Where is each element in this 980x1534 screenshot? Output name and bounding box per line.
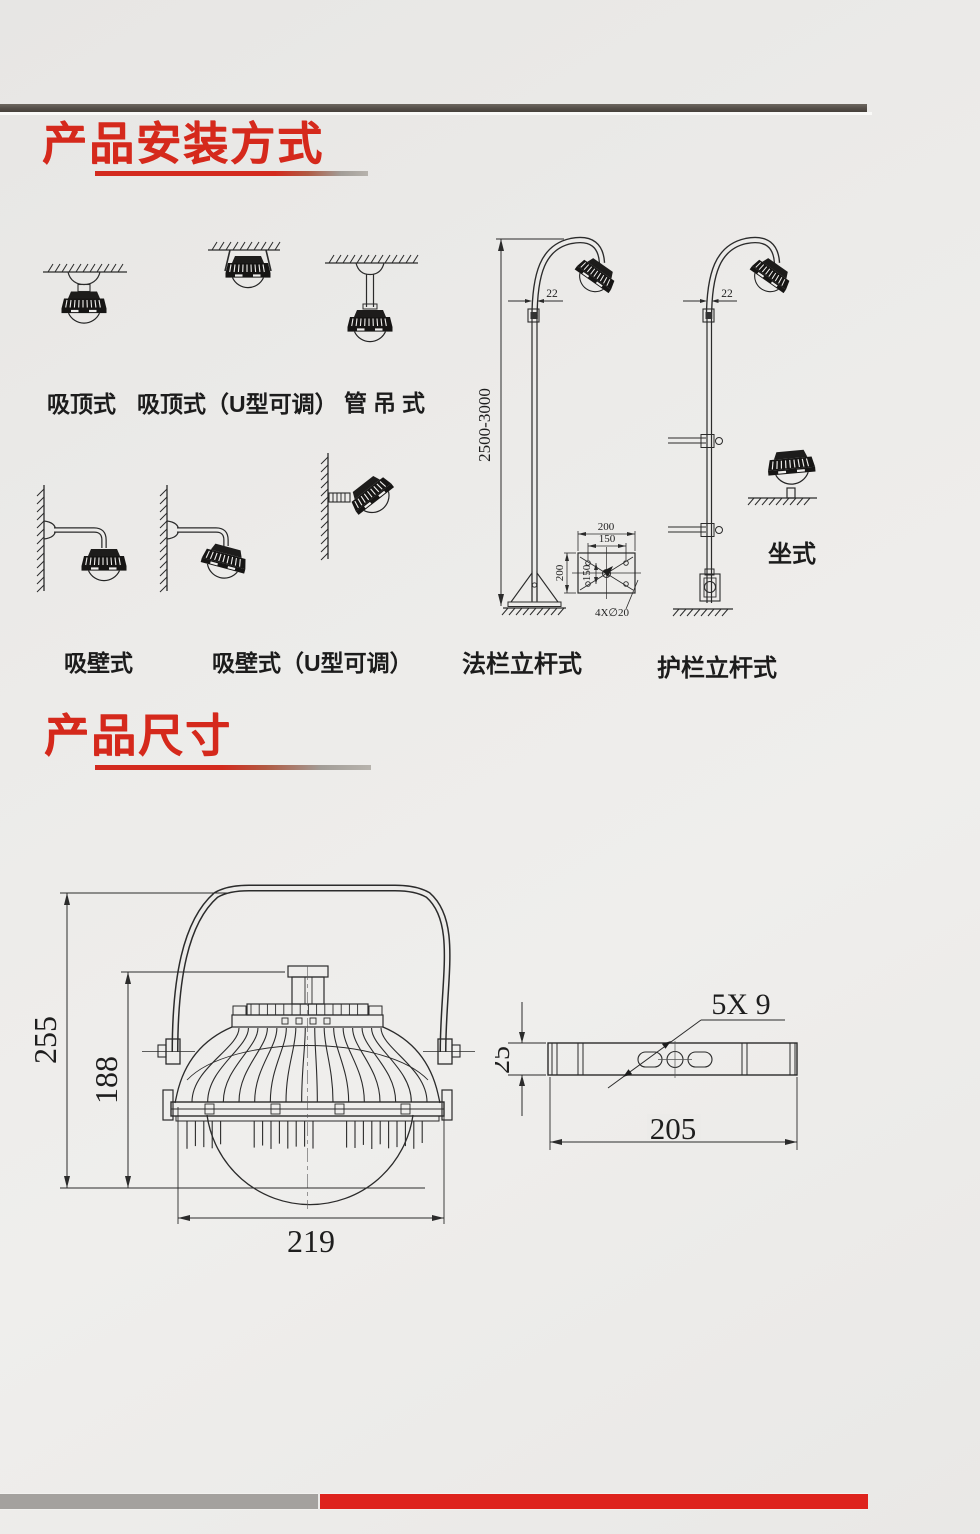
label-seated: 坐式 (768, 541, 816, 568)
seated-mount-diagram (747, 448, 818, 506)
ceiling-mount-diagram (43, 263, 127, 324)
guard-pole-diagram: 22 (668, 236, 796, 617)
wall-direct-mount-diagram (320, 453, 401, 561)
plate-inner-width-dim: 150 (599, 533, 616, 545)
front-view-dimensions: 255 188 219 (35, 892, 445, 1259)
label-wall-u: 吸壁式（U型可调） (212, 650, 413, 676)
label-guard-pole: 护栏立杆式 (657, 655, 777, 682)
lamp-mount-ears (142, 1038, 475, 1065)
base-plate-detail: 200 150 200 150 4X∅20 (554, 521, 641, 619)
flange-pole-diagram: 2500-3000 22 (475, 236, 621, 616)
lamp-glass-dome (206, 1114, 414, 1206)
plate-inner-height-dim: 150 (581, 564, 593, 581)
footer-gray-bar (0, 1493, 318, 1510)
install-title-underline (95, 171, 368, 176)
top-accent-bar (0, 104, 867, 112)
bracket-bar (547, 1041, 798, 1078)
pole-width-dim-right: 22 (721, 288, 733, 300)
label-ceiling: 吸顶式 (47, 391, 116, 417)
label-wall: 吸壁式 (64, 650, 133, 676)
plate-outer-width-dim: 200 (598, 521, 615, 533)
bracket-holes-dim: 5X 9 (711, 988, 770, 1021)
lamp-body (174, 1026, 441, 1104)
pole-width-dim-left: 22 (546, 288, 558, 300)
lamp-lower-fins (186, 1121, 423, 1149)
label-flange-pole: 法栏立杆式 (462, 651, 582, 678)
lamp-handle (171, 884, 451, 1053)
install-diagrams-svg: 2500-3000 22 (36, 236, 818, 619)
lamp-junction-box (287, 965, 329, 1005)
footer-red-bar (320, 1493, 868, 1510)
width-dim: 219 (287, 1223, 335, 1259)
bracket-dimensions: 25 205 5X 9 (495, 988, 798, 1150)
install-section-title: 产品安装方式 (42, 118, 325, 169)
pipe-hang-diagram (325, 254, 419, 343)
bracket-length-dim: 205 (650, 1111, 697, 1146)
bracket-thickness-dim: 25 (495, 1046, 516, 1074)
plate-holes-dim: 4X∅20 (595, 607, 630, 619)
label-ceiling-u: 吸顶式（U型可调） (137, 391, 338, 417)
wall-mount-u-diagram (159, 485, 251, 593)
plate-outer-height-dim: 200 (554, 564, 566, 581)
wall-mount-diagram (36, 485, 128, 593)
overall-height-dim: 255 (35, 1016, 63, 1064)
ceiling-mount-u-diagram (208, 241, 281, 289)
front-view-drawing-svg: 255 188 219 (35, 884, 475, 1259)
body-height-dim: 188 (88, 1056, 124, 1104)
label-pipe-hang: 管吊式 (344, 390, 431, 416)
dimensions-title-underline (95, 765, 371, 770)
top-accent-bar-highlight (0, 112, 872, 115)
dimensions-section-title: 产品尺寸 (44, 710, 233, 761)
bracket-view-drawing-svg: 25 205 5X 9 (495, 988, 798, 1150)
pole-height-dim: 2500-3000 (475, 388, 494, 462)
